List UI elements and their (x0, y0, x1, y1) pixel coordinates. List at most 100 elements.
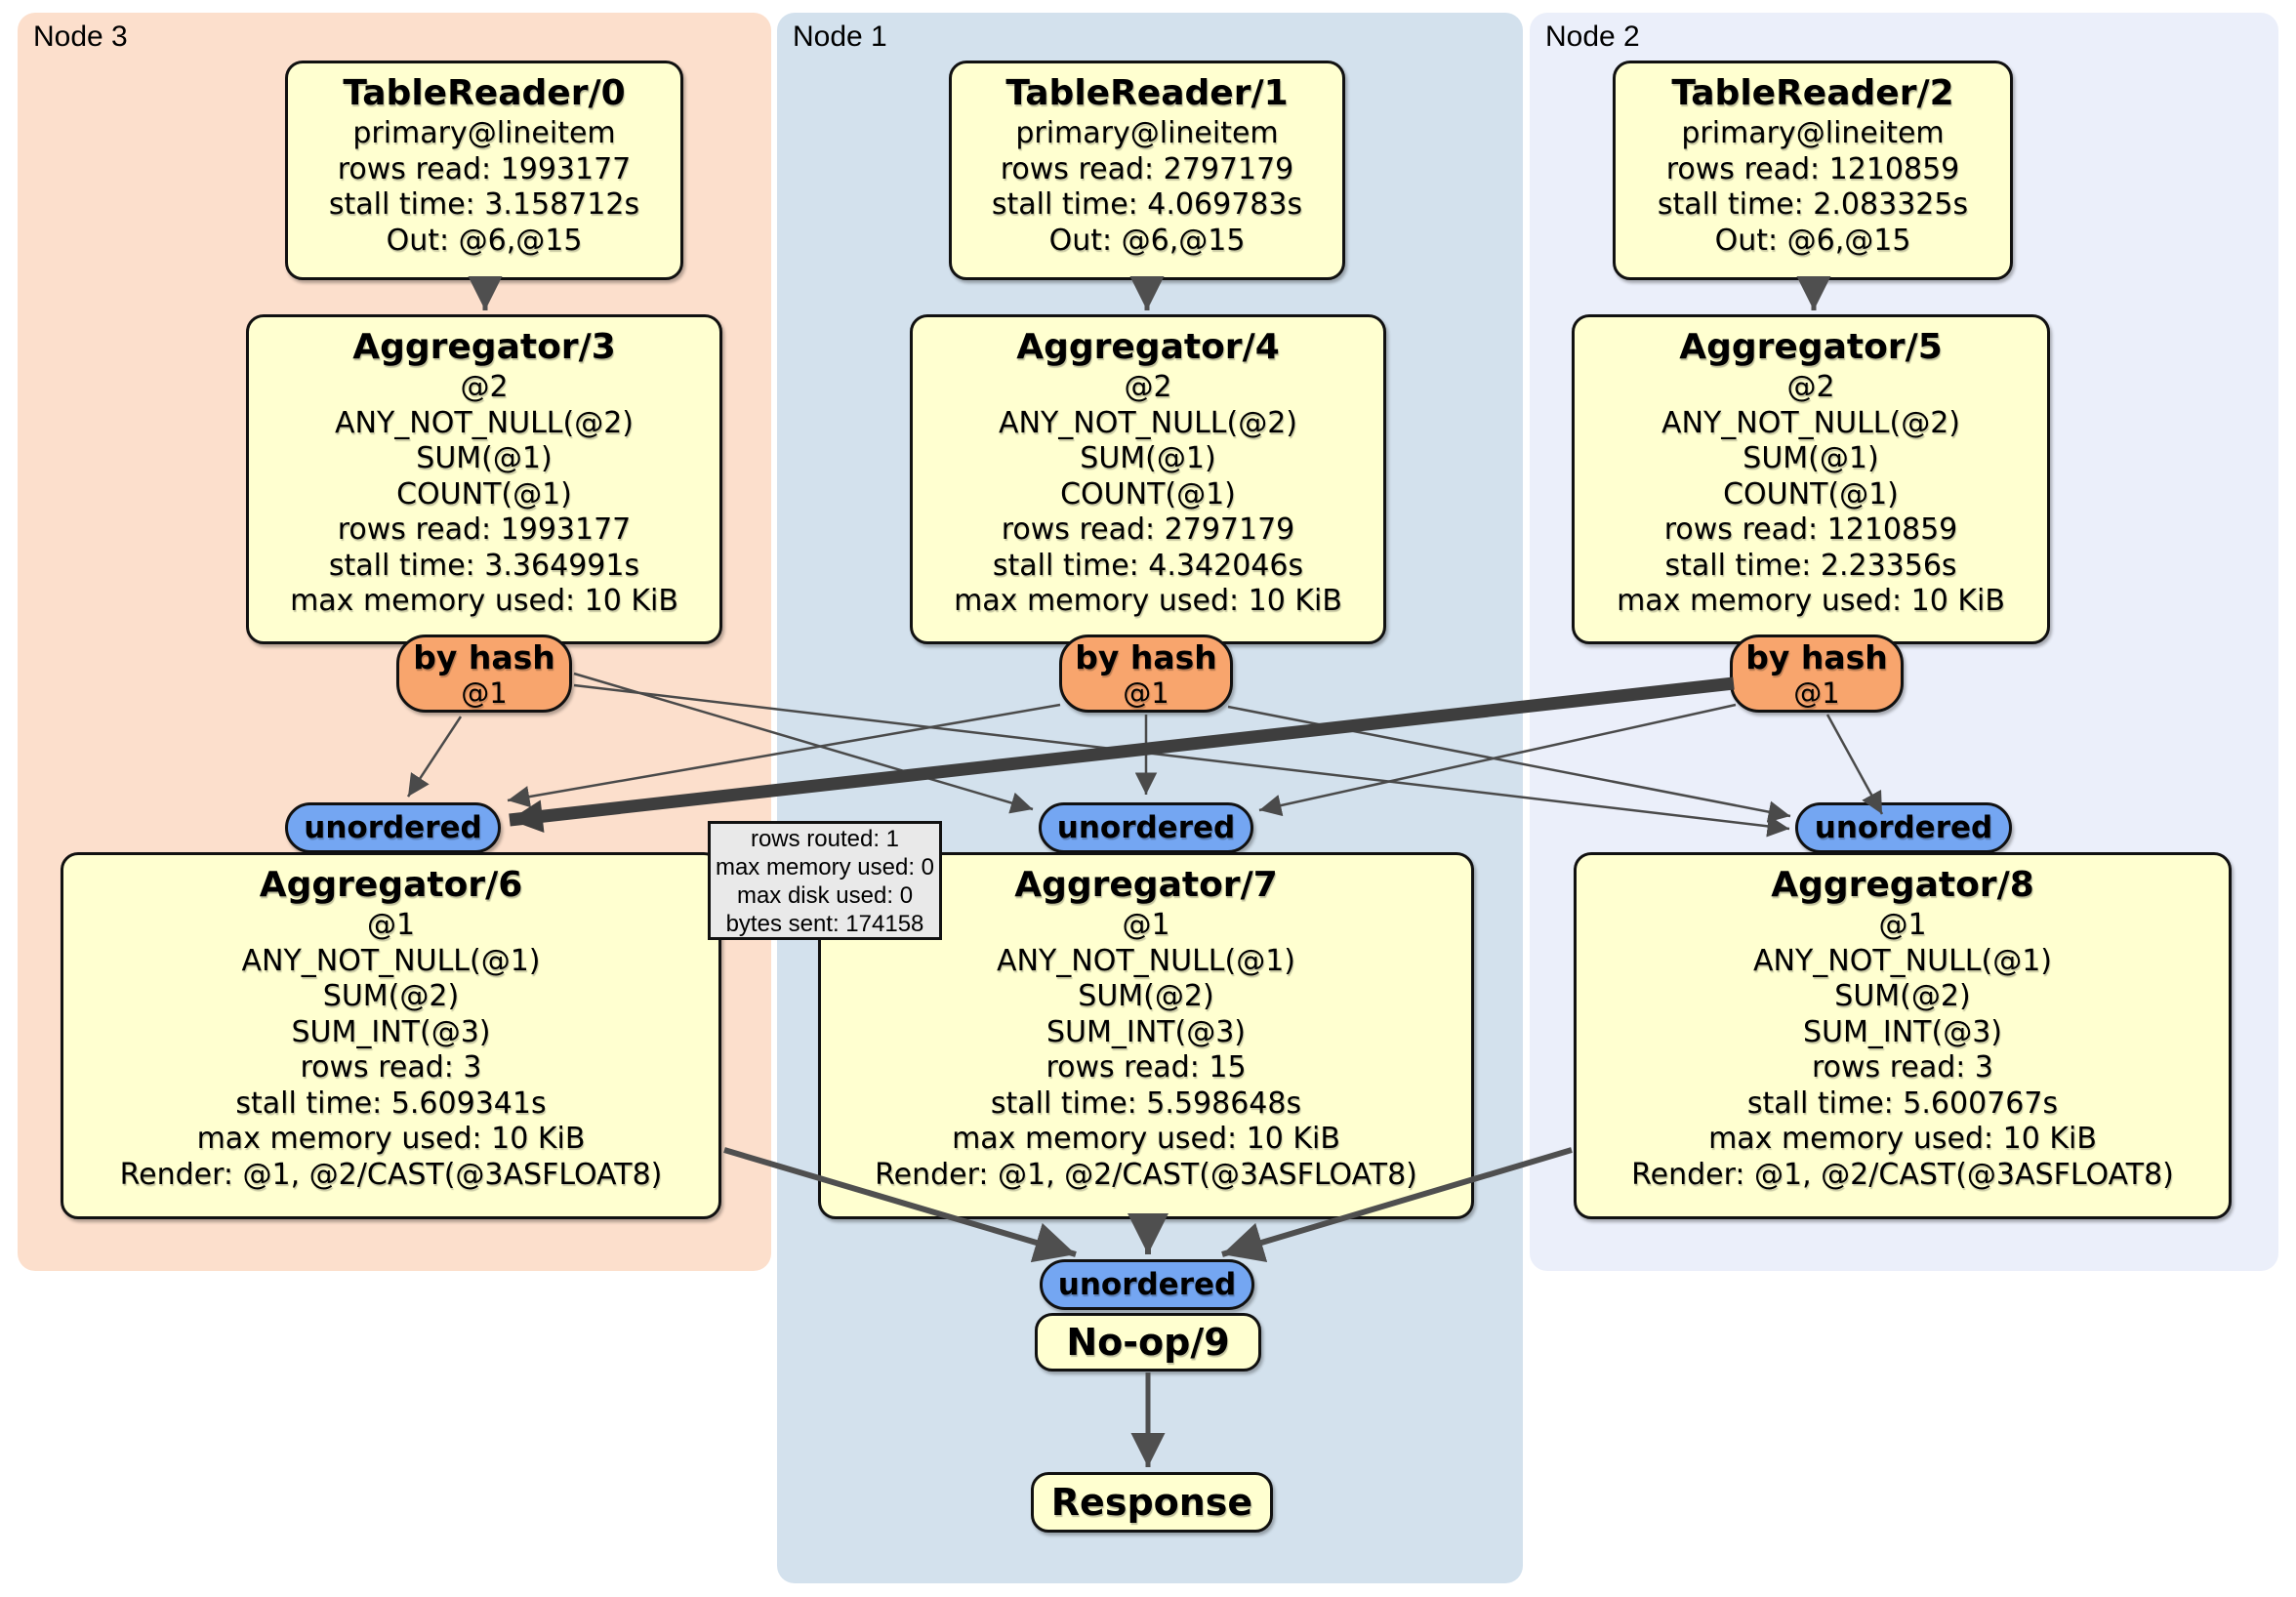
processor-response[interactable]: Response (1031, 1472, 1273, 1533)
processor-detail: max memory used: 10 KiB (1617, 584, 2005, 618)
processor-title: TableReader/2 (1671, 73, 1954, 113)
processor-detail: max memory used: 10 KiB (952, 1122, 1340, 1156)
processor-title: Aggregator/7 (1014, 865, 1278, 905)
processor-detail: rows read: 1210859 (1663, 512, 1958, 547)
processor-detail: rows read: 3 (1811, 1050, 1994, 1085)
processor-title: Aggregator/3 (352, 327, 616, 367)
processor-detail: SUM_INT(@3) (1046, 1014, 1246, 1049)
processor-detail: rows read: 2797179 (1001, 512, 1295, 547)
processor-detail: primary@lineitem (1015, 116, 1279, 150)
processor-detail: ANY_NOT_NULL(@1) (241, 943, 541, 978)
processor-detail: stall time: 2.23356s (1664, 548, 1957, 583)
processor-detail: ANY_NOT_NULL(@2) (335, 405, 634, 440)
processor-detail: stall time: 4.342046s (992, 548, 1304, 583)
processor-detail: stall time: 2.083325s (1657, 187, 1969, 222)
processor-detail: primary@lineitem (1681, 116, 1945, 150)
processor-detail: rows read: 3 (300, 1050, 482, 1085)
processor-detail: SUM(@1) (1742, 441, 1879, 475)
processor-detail: SUM(@1) (416, 441, 553, 475)
processor-detail: COUNT(@1) (1723, 476, 1899, 512)
router-by-hash-node1[interactable]: by hash @1 (1059, 635, 1233, 713)
edge-agg6-syncfinal[interactable] (723, 1147, 1077, 1263)
processor-detail: COUNT(@1) (1060, 476, 1236, 512)
processor-detail: Render: @1, @2/CAST(@3ASFLOAT8) (119, 1157, 663, 1192)
processor-title: Aggregator/6 (259, 865, 523, 905)
processor-detail: rows read: 1210859 (1665, 151, 1960, 186)
sync-label: unordered (304, 810, 482, 845)
processor-detail: max memory used: 10 KiB (1708, 1122, 2097, 1156)
sync-unordered-final[interactable]: unordered (1040, 1259, 1254, 1310)
processor-detail: @2 (460, 370, 509, 404)
processor-title: Aggregator/8 (1771, 865, 2034, 905)
router-by-hash-node2[interactable]: by hash @1 (1730, 635, 1904, 713)
processor-detail: SUM(@1) (1080, 441, 1216, 475)
processor-detail: rows read: 2797179 (1000, 151, 1294, 186)
processor-detail: Render: @1, @2/CAST(@3ASFLOAT8) (875, 1157, 1417, 1192)
sync-label: unordered (1057, 1267, 1237, 1302)
sync-label: unordered (1056, 810, 1236, 845)
processor-tablereader-1[interactable]: TableReader/1 primary@lineitem rows read… (949, 61, 1345, 280)
processor-noop-9[interactable]: No-op/9 (1035, 1313, 1261, 1372)
processor-title: No-op/9 (1066, 1321, 1230, 1364)
sync-unordered-node3[interactable]: unordered (285, 802, 501, 853)
processor-title: TableReader/1 (1005, 73, 1289, 113)
processor-detail: @2 (1124, 370, 1172, 404)
processor-title: TableReader/0 (343, 73, 626, 113)
edge-router5-sync2[interactable] (1825, 714, 1884, 815)
edge-router3-sync3[interactable] (406, 716, 463, 798)
processor-detail: ANY_NOT_NULL(@2) (999, 405, 1297, 440)
node1-label: Node 1 (793, 20, 887, 53)
edge-router3-sync2[interactable] (573, 683, 1790, 838)
processor-detail: SUM_INT(@3) (1803, 1014, 2002, 1049)
processor-detail: Out: @6,@15 (386, 223, 583, 258)
processor-aggregator-7[interactable]: Aggregator/7 @1 ANY_NOT_NULL(@1) SUM(@2)… (818, 852, 1474, 1219)
tooltip-line: max memory used: 0 (715, 854, 935, 880)
router-by-hash-node3[interactable]: by hash @1 (396, 635, 572, 713)
processor-detail: Out: @6,@15 (1048, 223, 1246, 258)
processor-detail: rows read: 1993177 (337, 151, 632, 186)
processor-detail: stall time: 5.600767s (1746, 1085, 2059, 1121)
router-key: @1 (1793, 676, 1840, 710)
edge-router4-sync3[interactable] (507, 703, 1061, 808)
tooltip-line: bytes sent: 174158 (725, 911, 924, 937)
processor-title: Aggregator/5 (1679, 327, 1943, 367)
sync-unordered-node2[interactable]: unordered (1795, 802, 2012, 853)
processor-detail: stall time: 4.069783s (991, 187, 1303, 222)
processor-detail: @1 (1122, 908, 1170, 942)
processor-aggregator-6[interactable]: Aggregator/6 @1 ANY_NOT_NULL(@1) SUM(@2)… (61, 852, 721, 1219)
processor-detail: max memory used: 10 KiB (954, 584, 1342, 618)
processor-aggregator-8[interactable]: Aggregator/8 @1 ANY_NOT_NULL(@1) SUM(@2)… (1574, 852, 2232, 1219)
edge-router3-sync1[interactable] (573, 672, 1034, 814)
router-label: by hash (1745, 637, 1888, 676)
processor-aggregator-4[interactable]: Aggregator/4 @2 ANY_NOT_NULL(@2) SUM(@1)… (910, 314, 1386, 644)
processor-detail: @1 (366, 908, 416, 942)
processor-detail: SUM(@2) (1834, 979, 1971, 1013)
processor-aggregator-3[interactable]: Aggregator/3 @2 ANY_NOT_NULL(@2) SUM(@1)… (246, 314, 722, 644)
processor-detail: max memory used: 10 KiB (290, 584, 678, 618)
processor-detail: Render: @1, @2/CAST(@3ASFLOAT8) (1631, 1157, 2174, 1192)
processor-detail: stall time: 3.364991s (328, 548, 640, 583)
processor-detail: @2 (1786, 370, 1835, 404)
router-label: by hash (1075, 637, 1217, 676)
processor-aggregator-5[interactable]: Aggregator/5 @2 ANY_NOT_NULL(@2) SUM(@1)… (1572, 314, 2050, 644)
processor-detail: ANY_NOT_NULL(@1) (997, 943, 1295, 978)
node2-label: Node 2 (1545, 20, 1640, 53)
processor-detail: max memory used: 10 KiB (196, 1122, 586, 1156)
processor-detail: SUM(@2) (1078, 979, 1214, 1013)
edge-agg8-syncfinal[interactable] (1221, 1147, 1573, 1263)
node3-label: Node 3 (33, 20, 128, 53)
processor-detail: primary@lineitem (352, 116, 616, 150)
edge-router5-sync1[interactable] (1258, 703, 1737, 817)
edge-router5-sync3-thick[interactable] (509, 676, 1735, 834)
processor-detail: Out: @6,@15 (1714, 223, 1911, 258)
sync-unordered-node1[interactable]: unordered (1039, 802, 1253, 853)
processor-detail: SUM(@2) (322, 979, 460, 1013)
processor-detail: stall time: 5.598648s (990, 1085, 1302, 1121)
processor-detail: @1 (1878, 908, 1927, 942)
router-key: @1 (461, 676, 508, 710)
router-key: @1 (1123, 676, 1169, 710)
processor-detail: ANY_NOT_NULL(@1) (1753, 943, 2052, 978)
router-label: by hash (413, 637, 555, 676)
processor-tablereader-2[interactable]: TableReader/2 primary@lineitem rows read… (1613, 61, 2013, 280)
